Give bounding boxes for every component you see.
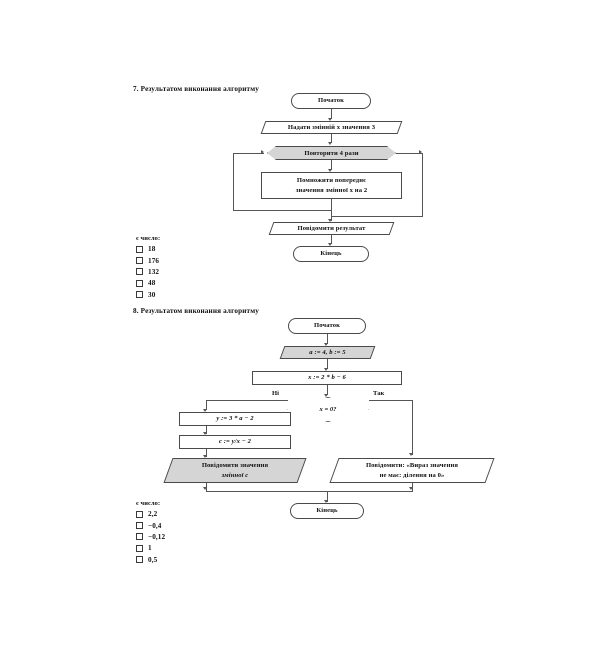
q7-option-label-2: 176 — [148, 256, 160, 265]
q8-checkbox-3[interactable] — [136, 533, 143, 541]
q7-checkbox-4[interactable] — [136, 279, 143, 287]
q7-option-label-3: 132 — [148, 267, 160, 276]
q8-arrowhead-merge-left — [203, 487, 208, 490]
q7-arrowhead-input — [328, 118, 333, 121]
q7-answers-lead: є число: — [136, 235, 161, 242]
q7-option-row[interactable]: 176 — [136, 255, 160, 266]
q7-edge-input-to-loop — [331, 134, 332, 143]
q8-output-left-line2: змінної c — [221, 471, 249, 479]
q8-arrowhead-output-left — [203, 455, 208, 458]
q8-arrowhead-output-right — [409, 453, 414, 456]
q7-edge-to-output — [331, 210, 332, 221]
q8-arrowhead-input — [324, 343, 329, 346]
q7-arrowhead-output — [328, 219, 333, 222]
q7-option-label-5: 30 — [148, 290, 156, 299]
q8-option-row[interactable]: 1 — [136, 543, 165, 554]
q8-no-branch-v — [206, 400, 207, 410]
q8-node-decision: x = 0? — [287, 397, 369, 422]
q8-output-left-line1: Повідомити значення — [201, 461, 269, 469]
q8-yes-branch-h — [369, 400, 413, 401]
q8-option-label-2: −0,4 — [148, 521, 162, 530]
q8-option-label-3: −0,12 — [148, 532, 166, 541]
q8-node-output-left: Повідомити значення змінної c — [163, 458, 307, 483]
q8-node-start: Початок — [288, 318, 366, 334]
q7-node-output: Повідомити результат — [268, 222, 395, 235]
q7-arrowhead-end — [328, 243, 333, 246]
q8-option-label-5: 0,5 — [148, 555, 158, 564]
q8-node-assign-c: c := y/x − 2 — [179, 435, 291, 449]
q8-option-row[interactable]: 0,5 — [136, 554, 165, 565]
q8-output-right-line1: Повідомити: «Вираз значення — [365, 461, 459, 469]
q7-option-row[interactable]: 132 — [136, 266, 160, 277]
q8-merge-bar — [206, 491, 413, 492]
q8-no-branch-h — [206, 400, 288, 401]
q8-edge-assign-to-decision — [327, 385, 328, 395]
q7-edge-output-to-end — [331, 235, 332, 244]
q7-loopexit-bottom — [331, 216, 423, 217]
q8-option-row[interactable]: 2,2 — [136, 509, 165, 520]
q8-node-assign-x: x := 2 * b − 6 — [252, 371, 402, 385]
q8-edge-y-to-c — [206, 426, 207, 434]
q7-arrowhead-body — [328, 169, 333, 172]
q7-arrowhead-loopback — [261, 150, 264, 155]
q7-option-label-1: 18 — [148, 245, 156, 254]
q8-edge-c-to-output — [206, 449, 207, 457]
q7-loopback-top — [233, 153, 264, 154]
q8-arrowhead-decision — [324, 394, 329, 397]
q7-node-loop-header: Повторити 4 рази — [267, 146, 396, 160]
q8-edge-label-no: Ні — [272, 390, 279, 397]
q8-edge-merge-to-end — [327, 491, 328, 502]
question-8-answers: є число: 2,2 −0,4 −0,12 1 0,5 — [136, 500, 165, 565]
q7-loopback-bottom — [233, 210, 331, 211]
q7-option-row[interactable]: 48 — [136, 278, 160, 289]
q7-checkbox-2[interactable] — [136, 257, 143, 265]
question-8-heading: 8. Результатом виконання алгоритму — [133, 307, 259, 315]
q7-edge-body-down — [331, 199, 332, 210]
q7-edge-start-to-input — [331, 109, 332, 119]
q8-checkbox-1[interactable] — [136, 510, 143, 518]
q8-arrowhead-merge-right — [409, 487, 414, 490]
q8-node-end: Кінець — [290, 503, 364, 519]
q8-option-label-1: 2,2 — [148, 510, 158, 519]
q8-checkbox-4[interactable] — [136, 544, 143, 552]
q7-option-label-4: 48 — [148, 279, 156, 288]
q7-option-row[interactable]: 18 — [136, 244, 160, 255]
q8-edge-label-yes: Так — [373, 390, 385, 397]
q7-arrowhead-loopexit — [419, 150, 422, 155]
q7-loopback-left — [233, 153, 234, 211]
q8-yes-branch-v — [412, 400, 413, 455]
q7-node-body: Помножити попереднє значення змінної x н… — [261, 172, 402, 199]
q7-loopexit-right — [422, 153, 423, 216]
q8-answers-lead: є число: — [136, 500, 161, 507]
q7-checkbox-5[interactable] — [136, 291, 143, 299]
q8-node-input: a := 4, b := 5 — [279, 346, 376, 359]
q7-checkbox-1[interactable] — [136, 245, 143, 253]
question-7-answers: є число: 18 176 132 48 30 — [136, 235, 160, 300]
q7-node-end: Кінець — [293, 246, 369, 262]
q8-option-label-4: 1 — [148, 544, 152, 553]
question-7-heading: 7. Результатом виконання алгоритму — [133, 85, 259, 93]
q8-arrowhead-assign-c — [203, 432, 208, 435]
q8-option-row[interactable]: −0,12 — [136, 531, 165, 542]
q7-checkbox-3[interactable] — [136, 268, 143, 276]
q8-edge-input-to-assign — [327, 359, 328, 369]
q8-arrowhead-end — [324, 500, 329, 503]
q8-node-output-right: Повідомити: «Вираз значення не має: діле… — [329, 458, 495, 483]
q7-arrowhead-loop — [328, 142, 333, 145]
q8-checkbox-5[interactable] — [136, 556, 143, 564]
q7-edge-loop-to-body — [331, 160, 332, 170]
q8-edge-start-to-input — [327, 334, 328, 344]
q7-node-input: Надати змінній x значення 3 — [260, 121, 403, 134]
q7-option-row[interactable]: 30 — [136, 289, 160, 300]
q8-output-right-line2: не має: ділення на 0» — [379, 471, 445, 479]
q7-node-start: Початок — [291, 93, 371, 109]
q8-checkbox-2[interactable] — [136, 522, 143, 530]
q7-loopexit-top — [396, 153, 423, 154]
q8-option-row[interactable]: −0,4 — [136, 520, 165, 531]
q8-node-assign-y: y := 3 * a − 2 — [179, 412, 291, 426]
q8-arrowhead-assign-y — [203, 409, 208, 412]
q8-arrowhead-assign-x — [324, 368, 329, 371]
